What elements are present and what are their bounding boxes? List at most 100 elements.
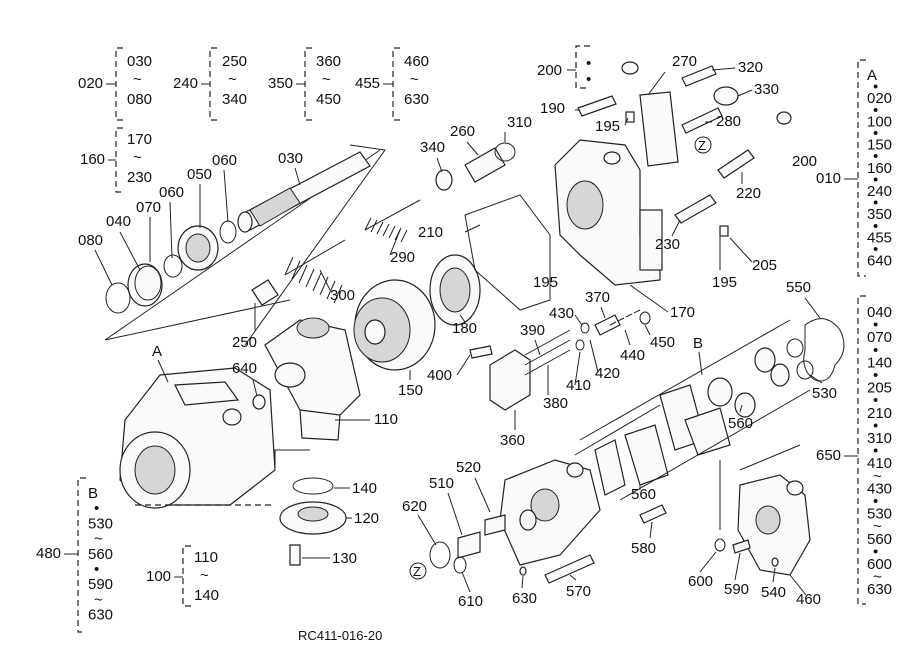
group-200: 200 • •: [537, 45, 591, 89]
group-item: 630: [867, 581, 892, 598]
gear-pump-cover: [499, 459, 601, 566]
o-ring: [292, 477, 334, 495]
svg-text:Z: Z: [413, 564, 421, 579]
callout-070: 070: [136, 199, 161, 216]
group-item: •: [873, 148, 878, 165]
group-item: •: [873, 195, 878, 212]
callout-320: 320: [738, 59, 763, 76]
group-item: 530: [88, 515, 113, 532]
group-350: 350 360 ~ 450: [268, 47, 341, 121]
callout-110: 110: [374, 411, 398, 428]
callout-560: 560: [728, 415, 753, 432]
callout-080: 080: [78, 232, 103, 249]
bearing-510: [457, 531, 481, 559]
group-item: 160: [867, 160, 892, 177]
group-item: •: [873, 417, 878, 434]
sleeve-370: [594, 314, 621, 336]
group-item: •: [873, 241, 878, 258]
callout-310: 310: [507, 114, 532, 131]
group-item: 205: [867, 380, 892, 397]
guide-lines: [574, 319, 811, 501]
callout-030: 030: [278, 150, 303, 167]
piston: [464, 147, 506, 183]
group-item: •: [873, 79, 878, 96]
callout-440: 440: [620, 347, 645, 364]
svg-text:Z: Z: [698, 138, 706, 153]
plug: [621, 61, 639, 75]
o-ring-620: [429, 541, 451, 569]
group-item: 080: [127, 91, 152, 108]
callout-380: 380: [543, 395, 568, 412]
gear-pump-rear: [737, 474, 811, 576]
bushing: [754, 347, 776, 373]
group-item: •: [94, 500, 99, 517]
callout-610: 610: [458, 593, 483, 610]
callout-460: 460: [796, 591, 821, 608]
callout-510: 510: [429, 475, 454, 492]
callout-420: 420: [595, 365, 620, 382]
group-item: 170: [127, 131, 152, 148]
group-item: •: [873, 317, 878, 334]
group-label: 240: [173, 75, 198, 92]
o-ring-430: [580, 322, 590, 334]
group-item: 560: [867, 531, 892, 548]
callout-550: 550: [786, 279, 811, 296]
snap-ring: [105, 282, 131, 314]
spring-seat: [251, 279, 279, 306]
group-item: 590: [88, 576, 113, 593]
group-label: 650: [816, 447, 841, 464]
bolt-400: [469, 345, 493, 359]
group-item: 230: [127, 169, 152, 186]
callout-370: 370: [585, 289, 610, 306]
gasket: [464, 194, 551, 311]
callout-280: 280: [716, 113, 741, 130]
bolt: [289, 544, 301, 566]
group-item: B: [88, 485, 98, 502]
callout-290: 290: [390, 249, 415, 266]
marker-b: B: [693, 335, 703, 352]
group-item: 600: [867, 556, 892, 573]
group-item: 630: [404, 91, 429, 108]
group-item: •: [873, 342, 878, 359]
callout-060b: 060: [212, 152, 237, 169]
callout-230: 230: [655, 236, 680, 253]
pins-380-390: [524, 329, 571, 376]
group-item: 430: [867, 480, 892, 497]
bolt-580: [639, 504, 667, 524]
pump-housing: [119, 367, 276, 509]
group-label: 480: [36, 545, 61, 562]
plate: [594, 439, 626, 496]
guide-lines: [719, 444, 801, 530]
group-240: 240 250 ~ 340: [173, 47, 247, 121]
swash-plate: [264, 317, 361, 441]
o-ring-610: [453, 556, 467, 574]
group-item: •: [873, 543, 878, 560]
group-item: 460: [404, 53, 429, 70]
group-item: 560: [88, 546, 113, 563]
group-item: ~: [873, 569, 882, 586]
callout-270: 270: [672, 53, 697, 70]
callout-195: 195: [595, 118, 620, 135]
bolt: [674, 194, 717, 224]
spring-280: [681, 107, 723, 134]
callout-300: 300: [330, 287, 355, 304]
group-item: 455: [867, 229, 892, 246]
valve-block: [489, 349, 531, 411]
callout-040: 040: [106, 213, 131, 230]
spring-small: [364, 199, 421, 243]
group-item: •: [94, 561, 99, 578]
group-item: •: [873, 493, 878, 510]
port-block: [554, 139, 663, 286]
drive-shaft: [237, 151, 371, 233]
callout-260: 260: [450, 123, 475, 140]
group-item: •: [873, 367, 878, 384]
callout-205: 205: [752, 257, 777, 274]
gear-housing: [624, 424, 669, 486]
group-item: 100: [867, 113, 892, 130]
group-item: 140: [867, 354, 892, 371]
bolt: [577, 95, 617, 117]
callout-570: 570: [566, 583, 591, 600]
leader-lines: [94, 67, 823, 596]
o-ring-600: [714, 538, 726, 552]
